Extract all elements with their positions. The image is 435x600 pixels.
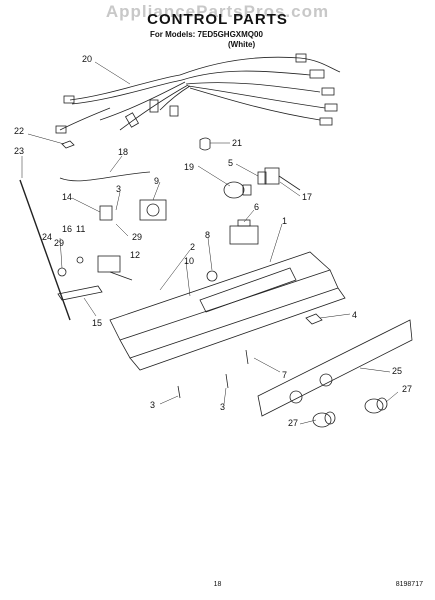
callout-8: 8: [205, 230, 210, 240]
callout-25: 25: [392, 366, 402, 376]
callout-1: 1: [282, 216, 287, 226]
callout-7: 7: [282, 370, 287, 380]
screw-7: [245, 349, 249, 365]
bracket-14: [99, 205, 113, 221]
callout-labels: 20 22 23 21 18 19 5 17 9 3 14 29 6 1 16 …: [14, 54, 412, 428]
screw-3-left: [177, 385, 181, 399]
clip-22: [61, 140, 75, 149]
screw-16: [76, 256, 84, 264]
callout-23: 23: [14, 146, 24, 156]
callout-3a: 3: [116, 184, 121, 194]
callout-3c: 3: [220, 402, 225, 412]
callout-27a: 27: [402, 384, 412, 394]
callout-10: 10: [184, 256, 194, 266]
washer-24: [57, 267, 67, 277]
callout-21: 21: [232, 138, 242, 148]
callout-15: 15: [92, 318, 102, 328]
rod-23: [19, 179, 71, 321]
knob-27-left: [312, 411, 336, 428]
socket-17: [257, 167, 301, 191]
clip-21: [199, 137, 211, 151]
callout-3b: 3: [150, 400, 155, 410]
callout-24: 24: [42, 232, 52, 242]
control-panel-25: [257, 319, 413, 417]
post-8: [206, 270, 218, 282]
page-title: CONTROL PARTS: [147, 11, 288, 28]
callout-9: 9: [154, 176, 159, 186]
thermostat-9: [139, 199, 167, 221]
tube-18: [59, 171, 151, 182]
lever-15: [57, 285, 103, 301]
callout-12: 12: [130, 250, 140, 260]
switch-6: [229, 219, 259, 245]
assembly-12: [97, 255, 133, 281]
knob-27-right: [364, 397, 388, 414]
callout-4: 4: [352, 310, 357, 320]
models-line: For Models: 7ED5GHGXMQ00: [150, 30, 263, 39]
callout-22: 22: [14, 126, 24, 136]
clip-4: [305, 313, 323, 325]
callout-11: 11: [76, 224, 85, 234]
screw-3-right: [225, 373, 229, 389]
callout-18: 18: [118, 147, 128, 157]
callout-2: 2: [190, 242, 195, 252]
leader-lines: [21, 61, 399, 425]
callout-19: 19: [184, 162, 194, 172]
control-housing-1: [109, 251, 346, 371]
callout-27b: 27: [288, 418, 298, 428]
callout-6: 6: [254, 202, 259, 212]
callout-29b: 29: [54, 238, 64, 248]
bulb-19: [223, 181, 252, 199]
callout-17: 17: [302, 192, 312, 202]
callout-16: 16: [62, 224, 72, 234]
callout-5: 5: [228, 158, 233, 168]
page-number: 18: [213, 581, 222, 588]
callout-29a: 29: [132, 232, 142, 242]
wire-harness: [55, 53, 341, 134]
callout-14: 14: [62, 192, 72, 202]
color-line: (White): [228, 40, 256, 49]
document-code: 8198717: [395, 581, 423, 588]
callout-20: 20: [82, 54, 92, 64]
watermark: AppliancePartsPros.com: [105, 2, 330, 21]
